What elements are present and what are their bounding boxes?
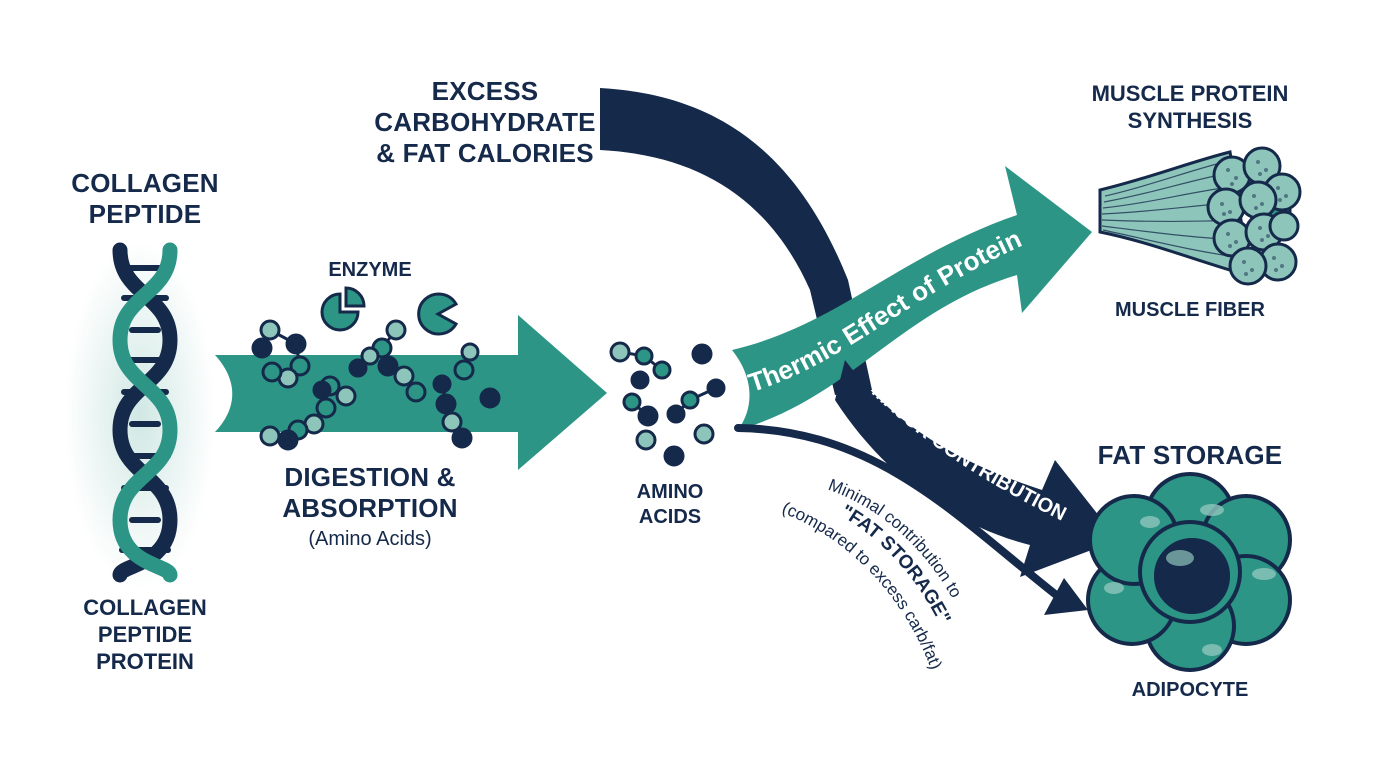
fat-storage-title-text: FAT STORAGE: [1097, 440, 1283, 470]
collagen-caption-line2: PEPTIDE: [97, 622, 193, 647]
muscle-title-line2: SYNTHESIS: [1127, 108, 1253, 133]
amino-label-line1: AMINO: [636, 481, 704, 503]
collagen-title-line1: COLLAGEN: [71, 168, 219, 198]
amino-acid-bead-group: [251, 319, 501, 451]
collagen-caption-line1: COLLAGEN: [83, 595, 207, 620]
excess-title-line3: & FAT CALORIES: [376, 138, 594, 168]
excess-title-line1: EXCESS: [431, 76, 539, 106]
muscle-title-line1: MUSCLE PROTEIN: [1091, 81, 1289, 106]
amino-label-line2: ACIDS: [638, 506, 702, 528]
excess-title-line2: CARBOHYDRATE: [374, 107, 596, 137]
collagen-helix-icon: [65, 240, 215, 590]
collagen-peptide-caption: COLLAGEN PEPTIDE PROTEIN: [50, 594, 240, 675]
digestion-title-line1: DIGESTION &: [284, 462, 456, 492]
thermic-effect-label: Thermic Effect of Protein: [744, 223, 1025, 397]
adipocyte-caption: ADIPOCYTE: [1090, 678, 1290, 703]
muscle-fiber-caption-text: MUSCLE FIBER: [1115, 299, 1265, 321]
digestion-subtitle-text: (Amino Acids): [308, 528, 432, 550]
minimal-contribution-arrow: [734, 424, 1088, 615]
collagen-peptide-title: COLLAGEN PEPTIDE: [50, 168, 240, 230]
digestion-title: DIGESTION & ABSORPTION: [255, 462, 485, 524]
excess-calories-title: EXCESS CARBOHYDRATE & FAT CALORIES: [340, 76, 630, 169]
major-contribution-arrow: [835, 360, 1118, 577]
collagen-caption-line3: PROTEIN: [96, 649, 194, 674]
digestion-title-line2: ABSORPTION: [282, 493, 458, 523]
muscle-synthesis-title: MUSCLE PROTEIN SYNTHESIS: [1070, 80, 1310, 134]
fat-storage-title: FAT STORAGE: [1080, 440, 1300, 471]
thermic-arrow: [732, 166, 1092, 430]
enzyme-label-text: ENZYME: [328, 259, 412, 281]
adipocyte-caption-text: ADIPOCYTE: [1131, 679, 1249, 701]
collagen-title-line2: PEPTIDE: [88, 199, 202, 229]
free-amino-acids-icon: [609, 341, 726, 467]
digestion-subtitle: (Amino Acids): [255, 526, 485, 552]
amino-acids-label: AMINO ACIDS: [610, 480, 730, 530]
muscle-fiber-caption: MUSCLE FIBER: [1090, 298, 1290, 323]
adipocyte-icon: [1086, 472, 1292, 672]
muscle-fiber-icon: [1098, 146, 1302, 286]
enzyme-label: ENZYME: [300, 258, 440, 283]
enzyme-icon: [320, 286, 459, 336]
